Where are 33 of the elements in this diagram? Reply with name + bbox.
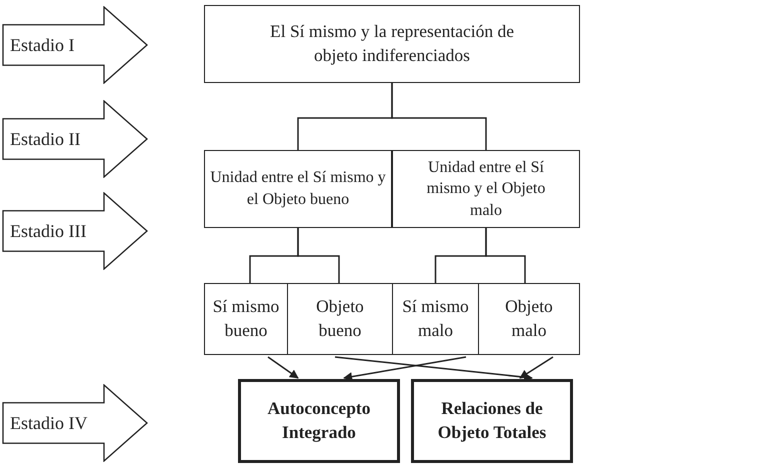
- node-text: Unidad entre el Sí mismo y el Objeto bueno: [209, 168, 387, 210]
- arrow: [343, 356, 466, 382]
- concept-box: [204, 5, 580, 83]
- concept-box: [392, 283, 479, 355]
- concept-box: [392, 150, 580, 228]
- stage-label: Estadio IV: [10, 412, 88, 435]
- stage-label: Estadio III: [10, 220, 86, 243]
- node-text: Objeto malo: [504, 295, 554, 342]
- connector-line: [297, 228, 340, 283]
- node-text: Unidad entre el Sí mismo y el Objeto malo: [426, 158, 546, 221]
- concept-box: [204, 150, 392, 228]
- result-box: [238, 379, 400, 463]
- arrow: [268, 356, 299, 379]
- node-text: Sí mismo bueno: [212, 295, 280, 342]
- stage-marker: [2, 100, 148, 178]
- node-text: Autoconcepto Integrado: [266, 397, 372, 444]
- concept-box: [204, 283, 288, 355]
- arrow: [334, 356, 533, 382]
- concept-box: [478, 283, 580, 355]
- stage-marker: [2, 192, 148, 270]
- node-text: El Sí mismo y la representación de objeto indiferenciados: [269, 20, 515, 67]
- connector-line: [485, 228, 526, 283]
- stage-marker: [2, 384, 148, 462]
- stage-label: Estadio II: [10, 128, 80, 151]
- concept-box: [287, 283, 393, 355]
- node-text: Sí mismo malo: [401, 295, 470, 342]
- stage-label: Estadio I: [10, 34, 74, 57]
- node-text: Relaciones de Objeto Totales: [436, 397, 548, 444]
- connector-line: [391, 83, 487, 150]
- stage-marker: [2, 6, 148, 84]
- result-box: [411, 379, 573, 463]
- node-text: Objeto bueno: [315, 295, 365, 342]
- arrow: [519, 356, 554, 379]
